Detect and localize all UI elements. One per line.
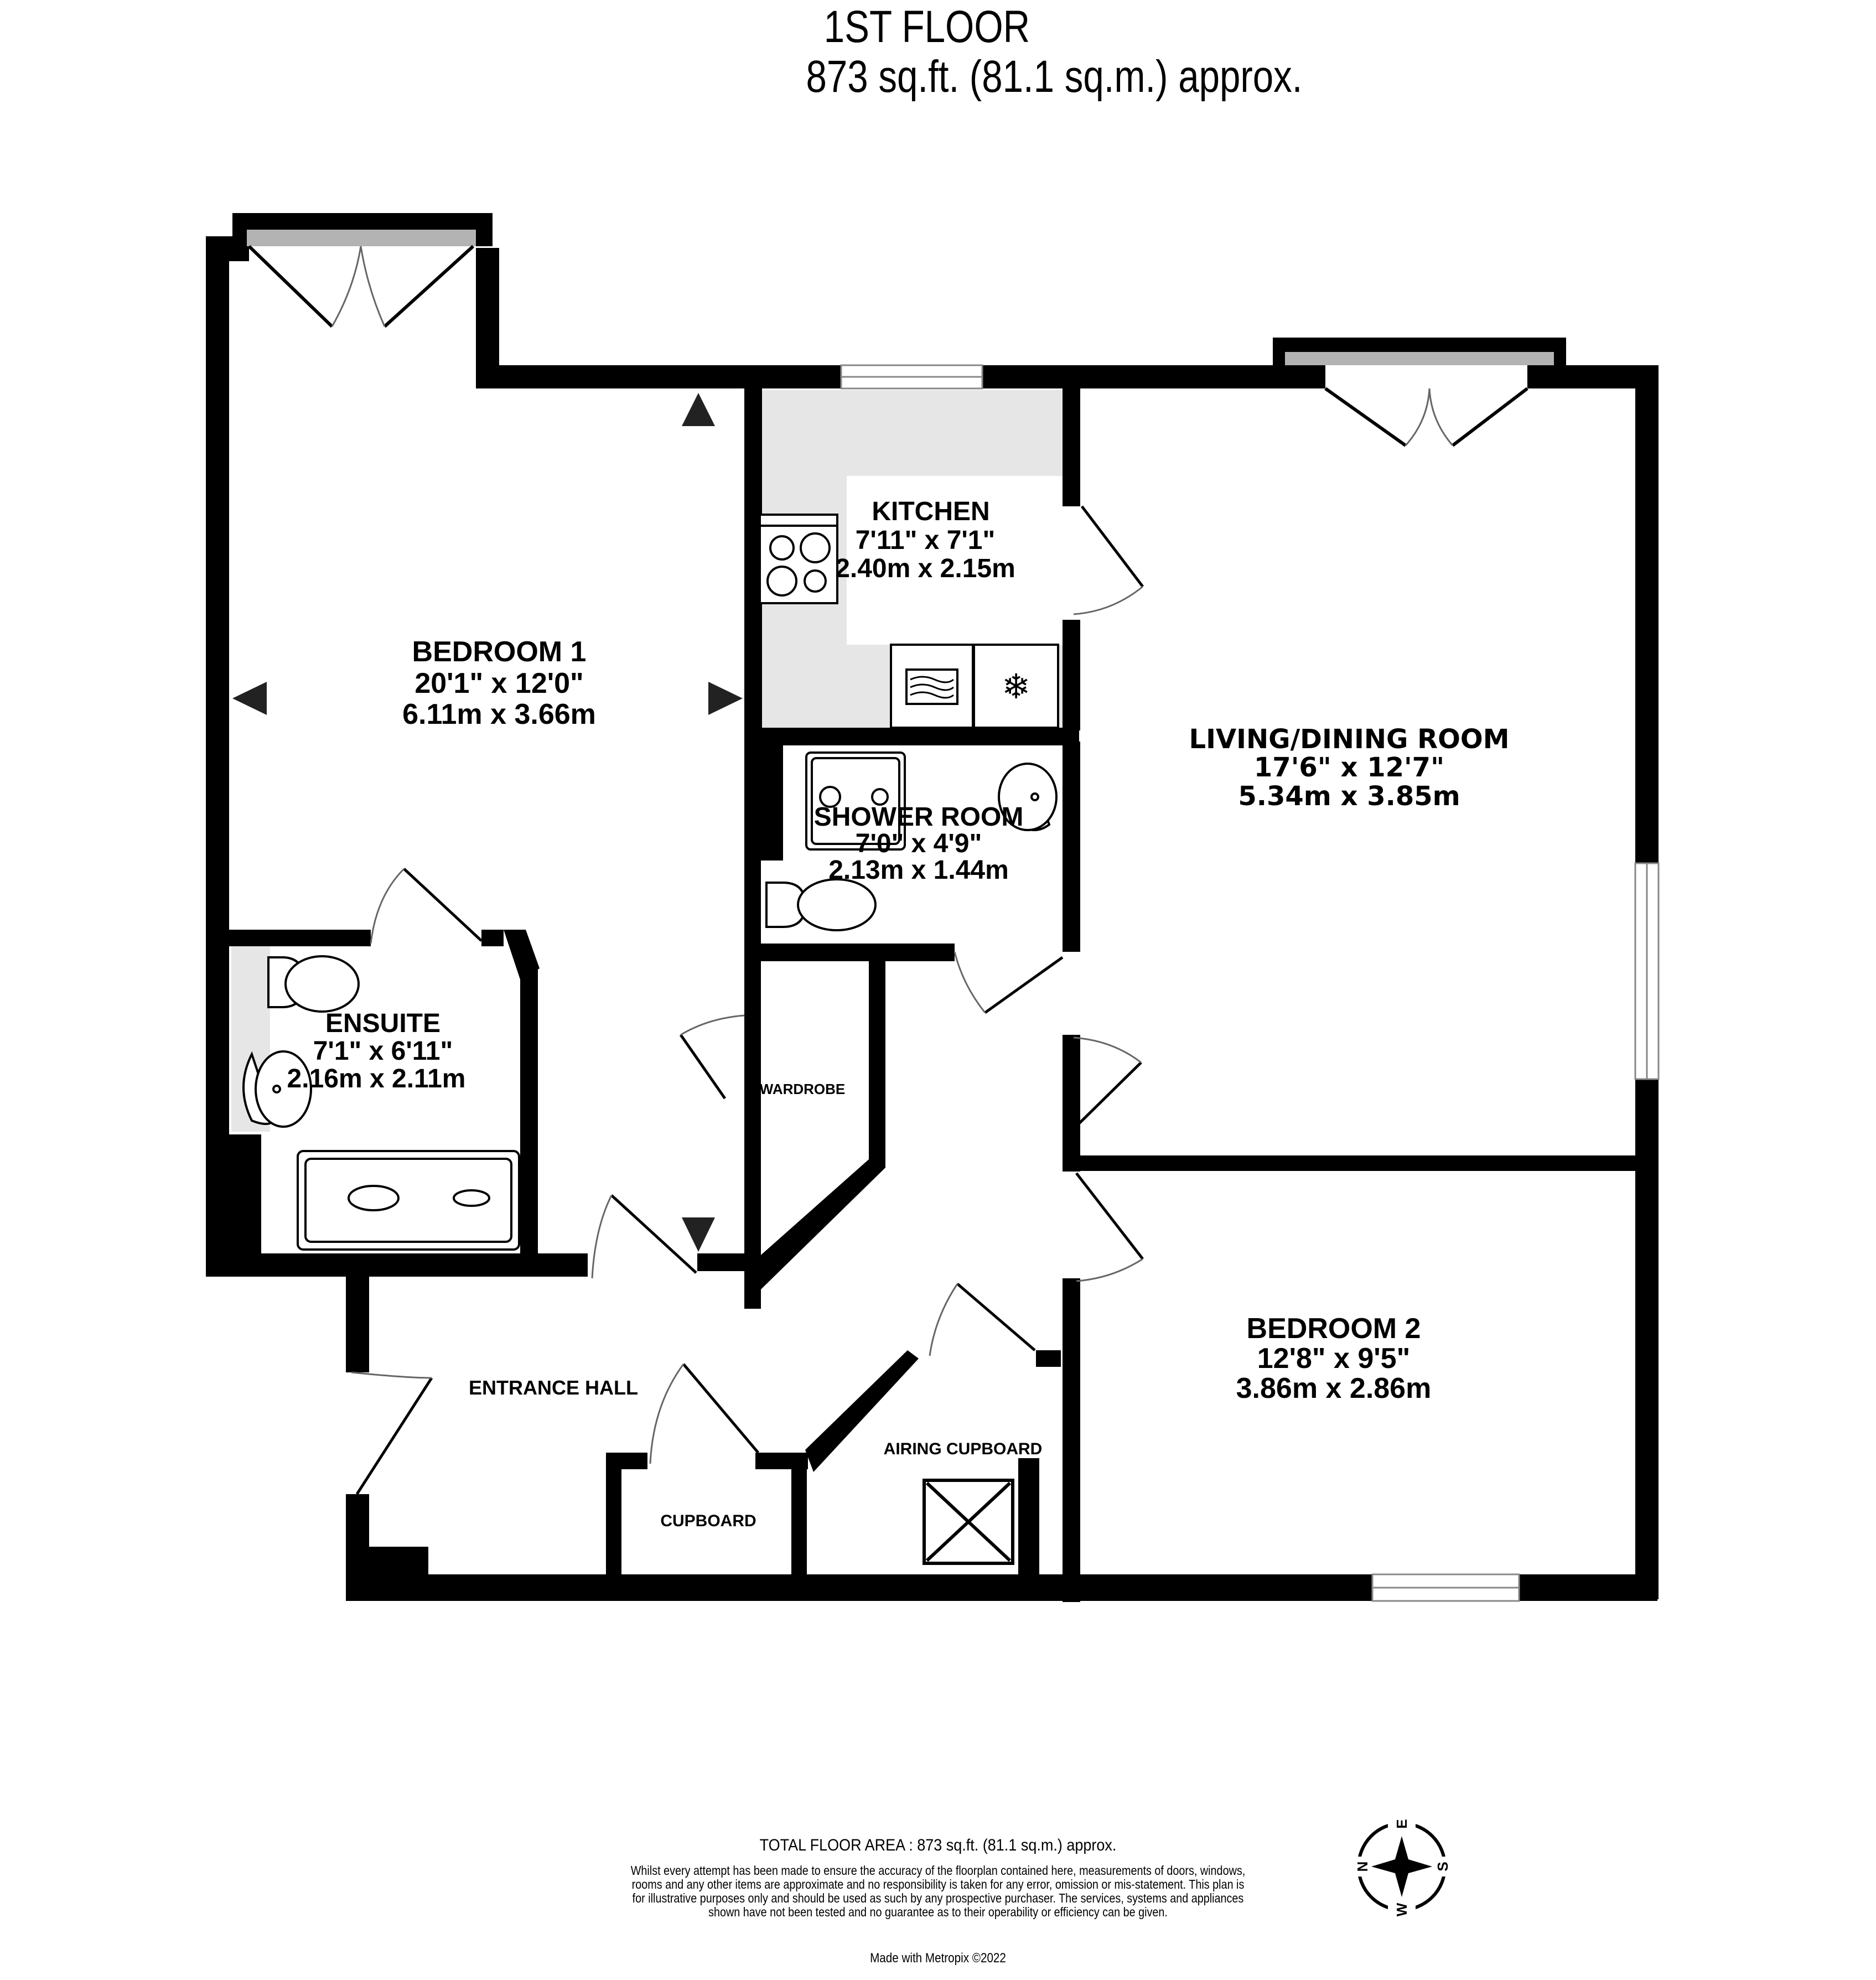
balcony-window-bed1 — [247, 230, 476, 246]
svg-text:7'0" x 4'9": 7'0" x 4'9" — [856, 829, 982, 858]
ensuite-basin-icon — [242, 1050, 312, 1128]
arrow-down-icon — [682, 1217, 715, 1252]
shower-tray-icon — [805, 751, 906, 851]
svg-text:N: N — [1354, 1862, 1371, 1872]
ensuite-shower-tray-icon — [297, 1150, 520, 1251]
room-cupboard-label: CUPBOARD — [660, 1512, 756, 1530]
made-with-credit: Made with Metropix ©2022 — [870, 1951, 1006, 1966]
water-tank-icon — [923, 1479, 1014, 1565]
window-kitchen — [840, 364, 983, 390]
svg-text:2.13m x 1.44m: 2.13m x 1.44m — [828, 856, 1009, 885]
toilet-icon — [765, 878, 877, 931]
wardrobe-angled-wall — [747, 1159, 885, 1289]
svg-text:5.34m x 3.85m: 5.34m x 3.85m — [1238, 781, 1460, 812]
room-ensuite-label: ENSUITE 7'1" x 6'11" 2.16m x 2.11m — [287, 1009, 466, 1093]
svg-text:KITCHEN: KITCHEN — [872, 497, 989, 526]
svg-text:6.11m x 3.66m: 6.11m x 3.66m — [402, 698, 596, 730]
svg-text:SHOWER ROOM: SHOWER ROOM — [814, 802, 1024, 832]
total-floor-area: TOTAL FLOOR AREA : 873 sq.ft. (81.1 sq.m… — [759, 1836, 1117, 1854]
window-bedroom2 — [1371, 1573, 1520, 1602]
room-living-label: LIVING/DINING ROOM 17'6" x 12'7" 5.34m x… — [1189, 724, 1510, 812]
walls — [206, 213, 1659, 1602]
basin-icon — [998, 763, 1058, 831]
svg-text:7'11" x 7'1": 7'11" x 7'1" — [856, 526, 996, 555]
svg-text:ENSUITE: ENSUITE — [325, 1009, 441, 1038]
svg-text:20'1" x 12'0": 20'1" x 12'0" — [414, 667, 583, 699]
svg-text:BEDROOM 1: BEDROOM 1 — [412, 636, 587, 668]
room-kitchen-label: KITCHEN 7'11" x 7'1" 2.40m x 2.15m — [835, 497, 1015, 583]
svg-text:2.16m x 2.11m: 2.16m x 2.11m — [287, 1064, 466, 1093]
room-wardrobe-label: WARDROBE — [760, 1081, 846, 1097]
airing-angled-wall — [805, 1350, 919, 1472]
room-entrance-hall-label: ENTRANCE HALL — [469, 1376, 638, 1399]
floor-title: 1ST FLOOR — [823, 2, 1030, 52]
svg-text:LIVING/DINING ROOM: LIVING/DINING ROOM — [1189, 724, 1510, 755]
balcony-window-living — [1285, 352, 1554, 365]
ceiling-height-arrows — [232, 393, 743, 1252]
room-bedroom2-label: BEDROOM 2 12'8" x 9'5" 3.86m x 2.86m — [1236, 1313, 1432, 1404]
fridge-freezer-icon: ❄ — [973, 644, 1059, 729]
svg-text:S: S — [1434, 1862, 1451, 1871]
svg-text:3.86m x 2.86m: 3.86m x 2.86m — [1236, 1372, 1432, 1404]
floor-area-header: 873 sq.ft. (81.1 sq.m.) approx. — [806, 51, 1303, 102]
doors — [247, 245, 1528, 1495]
svg-text:❄: ❄ — [1002, 666, 1030, 707]
svg-text:17'6" x 12'7": 17'6" x 12'7" — [1254, 752, 1444, 783]
room-airing-cupboard-label: AIRING CUPBOARD — [884, 1440, 1043, 1458]
svg-text:BEDROOM 2: BEDROOM 2 — [1247, 1313, 1421, 1345]
room-shower-label: SHOWER ROOM 7'0" x 4'9" 2.13m x 1.44m — [814, 802, 1024, 885]
disclaimer-text: Whilst every attempt has been made to en… — [630, 1863, 1246, 1919]
hob-icon — [759, 514, 838, 604]
svg-text:7'1" x 6'11": 7'1" x 6'11" — [313, 1036, 453, 1066]
svg-text:W: W — [1393, 1903, 1410, 1916]
arrow-up-icon — [682, 393, 715, 426]
arrow-left-icon — [232, 682, 267, 715]
svg-text:2.40m x 2.15m: 2.40m x 2.15m — [835, 554, 1015, 583]
ensuite-angled-wall — [504, 930, 540, 979]
svg-text:12'8" x 9'5": 12'8" x 9'5" — [1257, 1343, 1410, 1375]
arrow-right-icon — [708, 682, 743, 715]
ensuite-toilet-icon — [267, 955, 360, 1013]
window-living — [1634, 862, 1660, 1080]
microwave-icon — [890, 644, 974, 729]
room-bedroom1-label: BEDROOM 1 20'1" x 12'0" 6.11m x 3.66m — [402, 636, 596, 730]
compass-icon: E N S W — [1353, 1818, 1451, 1916]
svg-text:E: E — [1393, 1819, 1410, 1828]
